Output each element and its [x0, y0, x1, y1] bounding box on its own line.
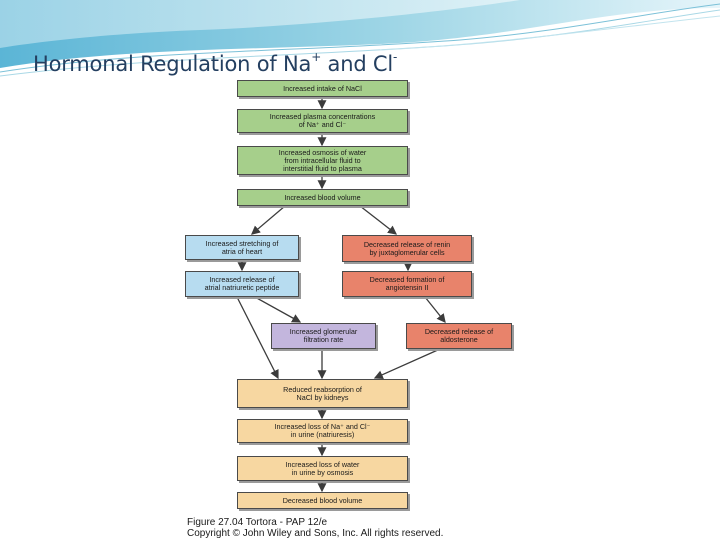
- title-superscript-plus: +: [311, 50, 322, 64]
- box-increased-plasma-line-1: Increased plasma concentrations: [269, 112, 376, 121]
- arrow-angiotensin-to-aldosterone: [424, 296, 446, 324]
- box-increased-intake: Increased intake of NaCl: [237, 80, 408, 97]
- box-decreased-angiotensin-formation: Decreased formation of angiotensin II: [342, 271, 472, 297]
- box-decreased-renin-release: Decreased release of renin by juxtaglome…: [342, 235, 472, 262]
- title-text-middle: and Cl: [321, 52, 394, 76]
- box-decreased-angiotensin-line-2: angiotensin II: [385, 283, 429, 292]
- box-decreased-blood-volume-line-1: Decreased blood volume: [282, 495, 363, 505]
- title-text: Hormonal Regulation of Na: [33, 52, 312, 76]
- box-reduced-reabsorption: Reduced reabsorption of NaCl by kidneys: [237, 379, 408, 408]
- box-decreased-aldosterone-line-1: Decreased release of: [424, 327, 494, 336]
- box-increased-stretching-line-2: atria of heart: [221, 246, 263, 256]
- header-swoosh-decoration: [0, 0, 720, 77]
- box-increased-plasma-concentrations: Increased plasma concentrations of Na⁺ a…: [237, 109, 408, 133]
- box-decreased-renin-line-1: Decreased release of renin: [363, 239, 451, 249]
- box-increased-loss-nacl-line-2: in urine (natriuresis): [290, 430, 355, 439]
- caption-line-1: Figure 27.04 Tortora - PAP 12/e: [187, 517, 328, 528]
- box-increased-intake-line-1: Increased intake of NaCl: [283, 83, 362, 93]
- box-increased-osmosis-line-3: interstitial fluid to plasma: [283, 163, 362, 173]
- box-increased-anp-line-2: atrial natriuretic peptide: [204, 283, 280, 292]
- box-increased-anp-line-1: Increased release of: [209, 275, 275, 284]
- box-increased-gfr-line-1: Increased glomerular: [289, 327, 358, 336]
- box-increased-blood-volume: Increased blood volume: [237, 189, 408, 206]
- box-decreased-blood-volume: Decreased blood volume: [237, 492, 408, 509]
- box-increased-osmosis-line-2: from intracellular fluid to: [284, 155, 361, 165]
- arrow-anp-to-gfr: [252, 295, 302, 323]
- box-increased-anp-release: Increased release of atrial natriuretic …: [185, 271, 299, 297]
- arrow-blood-volume-to-renin: [359, 205, 398, 235]
- box-increased-stretching-line-1: Increased stretching of: [205, 238, 279, 248]
- box-increased-blood-volume-line-1: Increased blood volume: [284, 192, 361, 202]
- box-increased-osmosis-line-1: Increased osmosis of water: [278, 147, 367, 157]
- arrow-blood-volume-to-stretching: [251, 205, 286, 235]
- slide-title: Hormonal Regulation of Na+ and Cl-: [33, 50, 398, 76]
- box-increased-plasma-line-2: of Na⁺ and Cl⁻: [298, 120, 347, 129]
- box-decreased-angiotensin-line-1: Decreased formation of: [369, 275, 445, 284]
- box-increased-osmosis: Increased osmosis of water from intracel…: [237, 146, 408, 175]
- box-decreased-aldosterone-release: Decreased release of aldosterone: [406, 323, 512, 349]
- box-increased-loss-water-line-1: Increased loss of water: [285, 459, 360, 469]
- box-increased-loss-nacl: Increased loss of Na⁺ and Cl⁻ in urine (…: [237, 419, 408, 443]
- box-decreased-aldosterone-line-2: aldosterone: [440, 335, 478, 344]
- box-reduced-reabsorption-line-1: Reduced reabsorption of: [283, 384, 362, 394]
- box-reduced-reabsorption-line-2: NaCl by kidneys: [296, 392, 349, 402]
- arrow-anp-to-reabsorption: [236, 296, 279, 380]
- box-increased-stretching: Increased stretching of atria of heart: [185, 235, 299, 260]
- box-increased-loss-water: Increased loss of water in urine by osmo…: [237, 456, 408, 481]
- box-increased-loss-water-line-2: in urine by osmosis: [291, 467, 354, 477]
- caption-line-2: Copyright © John Wiley and Sons, Inc. Al…: [187, 528, 444, 539]
- box-decreased-renin-line-2: by juxtaglomerular cells: [369, 247, 445, 257]
- box-increased-gfr-line-2: filtration rate: [303, 335, 344, 344]
- arrow-aldosterone-to-reabsorption: [373, 348, 441, 379]
- figure-caption: Figure 27.04 Tortora - PAP 12/e Copyrigh…: [187, 517, 443, 539]
- title-superscript-minus: -: [393, 50, 398, 64]
- box-increased-glomerular-filtration: Increased glomerular filtration rate: [271, 323, 376, 349]
- box-increased-loss-nacl-line-1: Increased loss of Na⁺ and Cl⁻: [274, 422, 371, 431]
